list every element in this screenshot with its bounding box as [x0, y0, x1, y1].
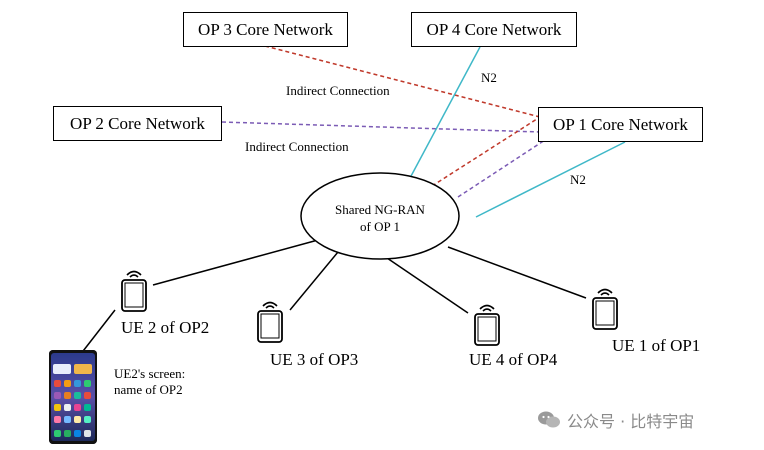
ue2-screen-note-line1: UE2's screen:: [114, 366, 186, 381]
op2-core-network-label: OP 2 Core Network: [70, 114, 205, 133]
indirect-connection-label-lower: Indirect Connection: [245, 139, 349, 154]
ue4-phone-icon: [474, 304, 500, 346]
ue2-screen-note: UE2's screen: name of OP2: [114, 366, 185, 398]
ue1-label: UE 1 of OP1: [612, 336, 701, 355]
radio-link-ue4: [386, 257, 469, 314]
ue2-label: UE 2 of OP2: [121, 318, 210, 337]
ue1-phone-icon: [592, 288, 618, 330]
radio-link-ue1: [447, 246, 587, 299]
ran-ellipse: [300, 172, 460, 260]
n2-label-lower: N2: [570, 172, 586, 187]
ue2-screen-note-line2: name of OP2: [114, 382, 183, 397]
op1-core-network-box: OP 1 Core Network: [538, 107, 703, 142]
wechat-icon: [538, 411, 560, 428]
ue2-phone-icon: [121, 270, 147, 312]
watermark-text: 公众号 · 比特宇宙: [567, 412, 695, 431]
indirect-link-ran-op1-purple: [457, 139, 546, 198]
ran-label: Shared NG-RAN of OP 1: [301, 201, 459, 235]
watermark: 公众号 · 比特宇宙: [537, 408, 694, 432]
ue2-screen-image: [49, 350, 97, 444]
indirect-link-ran-op1-red: [431, 116, 541, 187]
ue3-label: UE 3 of OP3: [270, 350, 359, 369]
radio-link-ue2: [152, 239, 319, 286]
n2-link-op4-ran: [409, 46, 481, 179]
indirect-connection-label-upper: Indirect Connection: [286, 83, 390, 98]
op4-core-network-box: OP 4 Core Network: [411, 12, 577, 47]
ue4-label: UE 4 of OP4: [469, 350, 558, 369]
ue3-phone-icon: [257, 301, 283, 343]
ran-label-line2: of OP 1: [360, 219, 400, 234]
n2-label-upper: N2: [481, 70, 497, 85]
n2-link-op1-ran: [475, 141, 626, 218]
op3-core-network-box: OP 3 Core Network: [183, 12, 348, 47]
indirect-link-op3-op1: [264, 45, 541, 118]
indirect-link-op2-op1: [221, 121, 541, 133]
op1-core-network-label: OP 1 Core Network: [553, 115, 688, 134]
radio-link-ue3: [289, 251, 339, 311]
ue2-screen-link: [79, 309, 116, 356]
ran-label-line1: Shared NG-RAN: [335, 202, 425, 217]
op4-core-network-label: OP 4 Core Network: [426, 20, 562, 39]
op2-core-network-box: OP 2 Core Network: [53, 106, 222, 141]
op3-core-network-label: OP 3 Core Network: [198, 20, 333, 39]
